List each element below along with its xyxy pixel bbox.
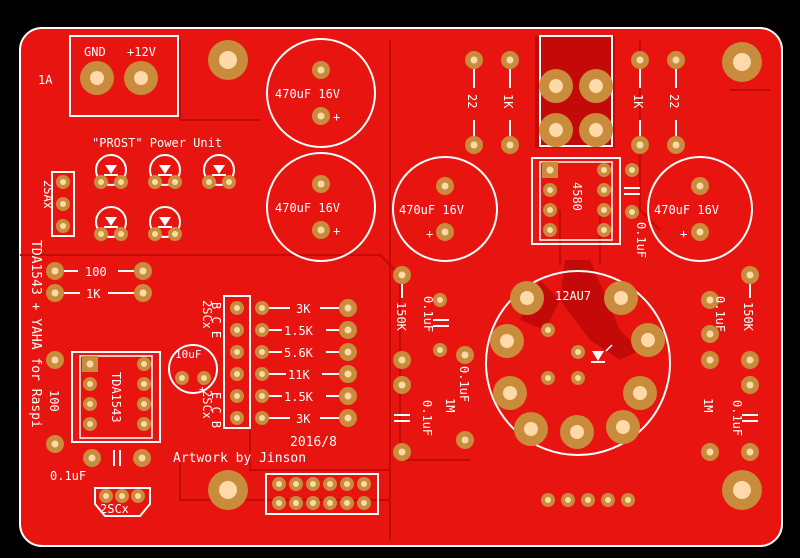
resistor-1k-mid-label: 1K: [86, 287, 101, 301]
dac-tda1543: TDA1543: [71, 351, 161, 443]
gpio-header: [265, 473, 379, 515]
tube-socket-label: 12AU7: [555, 289, 591, 303]
capacitor-c2-label: 470uF 16V: [275, 201, 340, 215]
capacitor-c3-plus: +: [426, 227, 433, 241]
capacitor-c2-plus: +: [333, 224, 340, 238]
resistors-top-right: 1K 22: [631, 51, 685, 154]
capacitor-01uf-bottom: 0.1uF: [50, 449, 151, 483]
capacitor-c2: 470uF 16V +: [266, 152, 376, 262]
transistor-2sax-label: 2SAx: [41, 180, 55, 209]
dac-tda1543-label: TDA1543: [109, 372, 123, 423]
resistors-left-middle: 100 1K: [46, 262, 152, 302]
resistor-22-label-left: 22: [465, 94, 479, 108]
opamp-4580-label: 4580: [570, 182, 584, 211]
resistor-150k-left-label: 150K: [394, 302, 408, 332]
capacitor-c1-plus: +: [333, 110, 340, 124]
capacitor-c1: 470uF 16V +: [266, 38, 376, 148]
capacitor-right-top-label: 0.1uF: [713, 296, 727, 332]
transistor-2sax: 2SAx: [41, 171, 75, 237]
resistor-3k-low-label: 3K: [296, 412, 311, 426]
transistor-2scx-top-label: 2SCx: [200, 300, 214, 329]
transistor-array-2scx: 2SCx B C E 2SCx E C B: [200, 295, 251, 429]
capacitor-left-mid-label: 0.1uF: [457, 366, 471, 402]
opamp-4580: 4580: [531, 157, 621, 245]
connector-top-center: [539, 35, 613, 147]
resistors-left-of-tube: 150K 0.1uF 0.1uF 0.1uF 1M: [393, 266, 474, 461]
capacitor-10uf-plus: +: [199, 383, 206, 396]
v12-label: +12V: [127, 45, 156, 59]
capacitor-10uf-label: 10uF: [175, 348, 202, 361]
resistor-100-label: 100: [85, 265, 107, 279]
resistor-100-vertical: 100: [46, 351, 64, 453]
artwork-label: Artwork by Jinson: [173, 451, 306, 466]
capacitor-c3: 470uF 16V +: [392, 156, 498, 262]
power-connector: GND +12V 1A: [38, 35, 179, 117]
resistor-15k-low-label: 1.5K: [284, 390, 314, 404]
transistor-ecb-label: E C B: [209, 392, 223, 428]
board-title: TDA1543 + YAHA for Raspi: [28, 240, 43, 428]
resistor-15k-top-label: 1.5K: [284, 324, 314, 338]
capacitor-left-low-label: 0.1uF: [420, 400, 434, 436]
tube-socket-12au7: 12AU7: [485, 270, 671, 456]
fuse-label: 1A: [38, 73, 53, 87]
capacitor-c3-label: 470uF 16V: [399, 203, 464, 217]
transistor-bce-label: B C E: [209, 302, 223, 338]
capacitor-c4-label: 470uF 16V: [654, 203, 719, 217]
capacitor-c1-label: 470uF 16V: [275, 87, 340, 101]
resistor-22-label-right: 22: [667, 94, 681, 108]
resistor-1k-label-left: 1K: [501, 94, 515, 109]
resistor-ladder: 3K 1.5K 5.6K 11K 1.5K: [255, 299, 357, 427]
led-indicator: [591, 344, 613, 363]
prost-label: "PROST" Power Unit: [92, 136, 222, 150]
capacitor-10uf: 10uF +: [168, 344, 218, 396]
resistor-3k-top-label: 3K: [296, 302, 311, 316]
transistor-2scx-low-label: 2SCx: [200, 390, 214, 419]
capacitor-c4-plus: +: [680, 227, 687, 241]
capacitor-c4: 470uF 16V +: [647, 156, 753, 262]
capacitor-01uf-bottom-label: 0.1uF: [50, 469, 86, 483]
date-label: 2016/8: [290, 435, 337, 450]
transistor-2scx-bottom: 2SCx: [94, 487, 151, 517]
resistor-1k-label-right: 1K: [631, 94, 645, 109]
resistor-150k-right-label: 150K: [741, 302, 755, 332]
capacitor-left-top-label: 0.1uF: [421, 296, 435, 332]
resistors-right-of-tube: 150K 0.1uF 0.1uF 1M: [701, 266, 759, 461]
resistor-1m-right-label: 1M: [701, 398, 715, 412]
resistor-1m-left-label: 1M: [443, 398, 457, 412]
transistor-2scx-bottom-label: 2SCx: [100, 502, 129, 516]
resistor-56k-label: 5.6K: [284, 346, 314, 360]
gnd-label: GND: [84, 45, 106, 59]
resistor-11k-label: 11K: [288, 368, 310, 382]
capacitor-opamp-bypass-label: 0.1uF: [634, 222, 648, 258]
capacitor-opamp-bypass: 0.1uF: [624, 163, 648, 258]
resistors-top-left: 22 1K: [465, 51, 519, 154]
capacitor-right-low-label: 0.1uF: [730, 400, 744, 436]
resistor-100-vertical-label: 100: [47, 390, 61, 412]
copper-traces: [20, 40, 770, 540]
